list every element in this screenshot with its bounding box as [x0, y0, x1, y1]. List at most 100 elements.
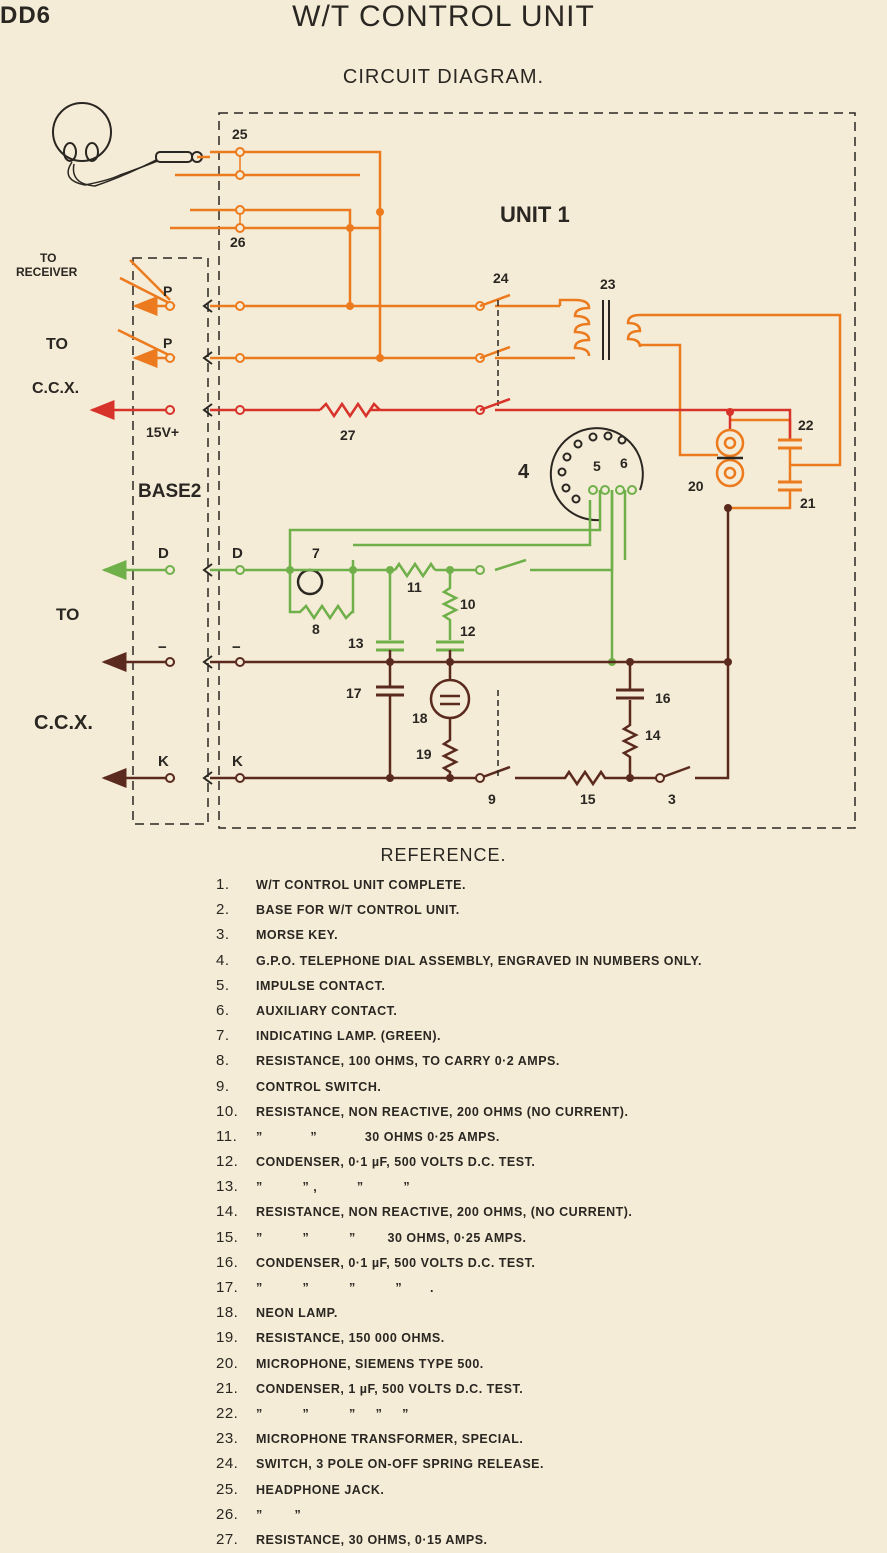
reference-item-number: 9.: [216, 1077, 230, 1095]
reference-item: 25. HEADPHONE JACK.: [216, 1477, 836, 1502]
label-14: 14: [645, 727, 661, 743]
label-23: 23: [600, 276, 616, 292]
reference-item-text: RESISTANCE, NON REACTIVE, 200 OHMS (NO C…: [256, 1104, 629, 1119]
reference-item: 12.CONDENSER, 0·1 µF, 500 VOLTS D.C. TES…: [216, 1149, 836, 1174]
label-22: 22: [798, 417, 814, 433]
reference-item-number: 18.: [216, 1304, 239, 1322]
reference-item-number: 5.: [216, 976, 230, 994]
supply-15v-line: [89, 400, 792, 440]
label-17: 17: [346, 685, 362, 701]
reference-item-number: 1.: [216, 876, 230, 893]
reference-item-text: MORSE KEY.: [256, 928, 339, 943]
reference-item-text: RESISTANCE, 150 000 OHMS.: [256, 1331, 445, 1346]
reference-item-number: 22.: [216, 1404, 239, 1422]
junction-dots: [346, 208, 384, 362]
reference-item-number: 3.: [216, 926, 230, 944]
terminal-minus-base: −: [158, 639, 167, 656]
terminal-minus-unit: −: [232, 639, 241, 656]
reference-item: 10. RESISTANCE, NON REACTIVE, 200 OHMS (N…: [216, 1099, 836, 1124]
reference-item-number: 2.: [216, 901, 230, 919]
terminal-p-2: P: [163, 335, 172, 351]
reference-item-number: 12.: [216, 1153, 239, 1171]
to-label-lower: TO: [56, 605, 79, 624]
terminal-k-base: K: [158, 753, 169, 770]
unit-label: UNIT 1: [500, 202, 570, 227]
reference-item-number: 19.: [216, 1329, 239, 1347]
label-12: 12: [460, 623, 476, 639]
headphone-icon: [52, 102, 203, 187]
junction-dot: [726, 408, 734, 416]
reference-item-text: ” ” 30 OHMS 0·25 AMPS.: [256, 1129, 500, 1144]
reference-item: 17.” ” ” ” .: [216, 1275, 836, 1300]
reference-item-number: 7.: [216, 1027, 230, 1045]
reference-item-number: 13.: [216, 1178, 239, 1196]
reference-item-text: ” ” ” ” ”: [256, 1406, 409, 1421]
reference-item-number: 20.: [216, 1354, 239, 1372]
to-label-upper: TO: [46, 336, 68, 353]
reference-item-text: RESISTANCE, NON REACTIVE, 200 OHMS, (NO …: [256, 1205, 633, 1220]
unit1-boundary: [218, 112, 856, 829]
reference-item-number: 25.: [216, 1480, 239, 1498]
reference-item: 13. ” ” , ” ”: [216, 1174, 836, 1199]
reference-item-number: 15.: [216, 1228, 239, 1246]
reference-item: 18.NEON LAMP.: [216, 1300, 836, 1325]
reference-item-number: 23.: [216, 1430, 239, 1448]
label-24: 24: [493, 270, 509, 286]
reference-item: 2. BASE FOR W/T CONTROL UNIT.: [216, 897, 836, 922]
reference-item-text: AUXILIARY CONTACT.: [256, 1003, 398, 1018]
reference-item-number: 21.: [216, 1379, 239, 1397]
reference-item: 3. MORSE KEY.: [216, 922, 836, 947]
label-5: 5: [593, 458, 601, 474]
to-receiver-label-1: TO: [40, 251, 56, 265]
label-6: 6: [620, 455, 628, 471]
jack-contacts: [165, 147, 485, 363]
reference-item-number: 10.: [216, 1102, 239, 1120]
ccx-label-upper: C.C.X.: [32, 380, 79, 397]
reference-item-text: SWITCH, 3 POLE ON-OFF SPRING RELEASE.: [256, 1457, 544, 1472]
reference-item: 15.” ” ” 30 OHMS, 0·25 AMPS.: [216, 1225, 836, 1250]
terminal-d-unit: D: [232, 545, 243, 562]
switch-24-red-pole: [479, 397, 511, 412]
reference-item-text: G.P.O. TELEPHONE DIAL ASSEMBLY, ENGRAVED…: [256, 953, 702, 968]
reference-item-text: ” ”: [256, 1507, 302, 1522]
key-k-line: [101, 662, 730, 788]
label-26: 26: [230, 234, 246, 250]
label-18: 18: [412, 710, 428, 726]
condensers-17-16: [376, 685, 644, 700]
label-25: 25: [232, 126, 248, 142]
label-9: 9: [488, 791, 496, 807]
reference-item-text: BASE FOR W/T CONTROL UNIT.: [256, 903, 460, 918]
microphone-20: [715, 428, 745, 488]
reference-item-text: ” ” , ” ”: [256, 1180, 411, 1195]
telephone-dial-4: [549, 427, 644, 522]
reference-item-text: HEADPHONE JACK.: [256, 1482, 385, 1497]
label-15: 15: [580, 791, 596, 807]
label-16: 16: [655, 690, 671, 706]
reference-item: 6. AUXILIARY CONTACT.: [216, 998, 836, 1023]
label-13: 13: [348, 635, 364, 651]
label-21: 21: [800, 495, 816, 511]
reference-item-number: 17.: [216, 1279, 239, 1296]
green-contacts: [165, 485, 637, 575]
green-lamp-circuit: [101, 490, 627, 662]
ccx-label-lower: C.C.X.: [34, 712, 93, 734]
terminal-15v: 15V+: [146, 424, 179, 440]
label-4: 4: [518, 461, 530, 483]
reference-list: 1.W/T CONTROL UNIT COMPLETE.2.BASE FOR W…: [216, 872, 836, 1552]
reference-item-text: CONTROL SWITCH.: [256, 1079, 382, 1094]
label-7: 7: [312, 545, 320, 561]
reference-item: 14.RESISTANCE, NON REACTIVE, 200 OHMS, (…: [216, 1199, 836, 1224]
jack-wiring: [117, 150, 842, 510]
to-receiver-label-2: RECEIVER: [16, 265, 78, 279]
reference-item-number: 16.: [216, 1253, 239, 1271]
reference-item: 27.RESISTANCE, 30 OHMS, 0·15 AMPS.: [216, 1527, 836, 1552]
reference-item: 19. RESISTANCE, 150 000 OHMS.: [216, 1325, 836, 1350]
reference-item-text: CONDENSER, 1 µF, 500 VOLTS D.C. TEST.: [256, 1381, 524, 1396]
reference-item-number: 26.: [216, 1505, 239, 1523]
reference-item: 23.MICROPHONE TRANSFORMER, SPECIAL.: [216, 1426, 836, 1451]
reference-item-number: 8.: [216, 1052, 230, 1070]
reference-item: 16.CONDENSER, 0·1 µF, 500 VOLTS D.C. TES…: [216, 1250, 836, 1275]
reference-item-number: 6.: [216, 1001, 230, 1019]
condensers-13-12: [376, 640, 464, 652]
reference-item-number: 24.: [216, 1455, 239, 1473]
